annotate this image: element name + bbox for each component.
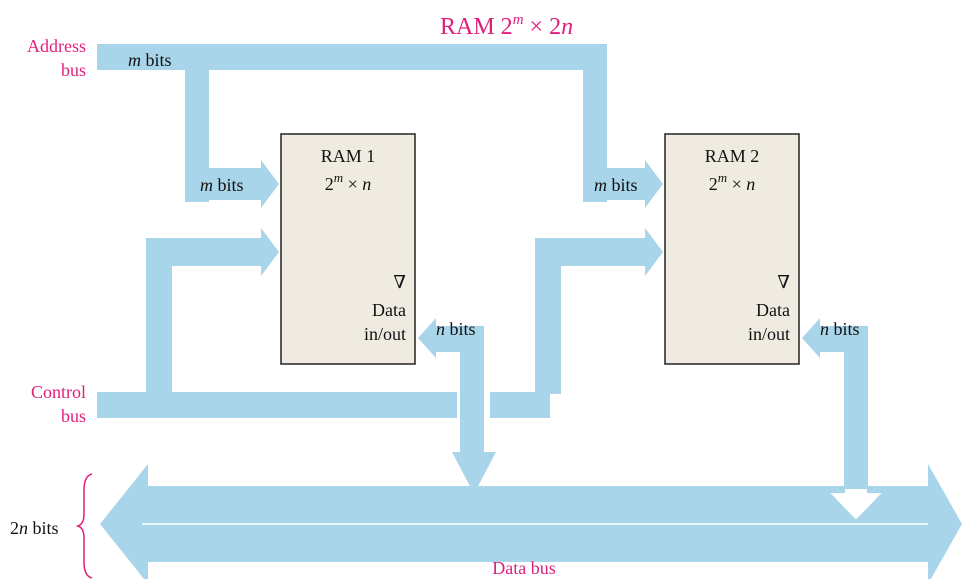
address-arrow-ram1 [185,160,279,208]
ram1-box [280,133,416,365]
ram2-data-label-line2: in/out [748,324,790,344]
ram1-chip: RAM 1 2m × n ∇ Data in/out [280,133,416,365]
ram2-name: RAM 2 [705,146,760,166]
control-arrow-ram2 [535,228,663,276]
data-bus-width-label: 2n bits [10,518,59,538]
ram1-data-label-line2: in/out [364,324,406,344]
ram2-box [664,133,800,365]
ram2-data-arrow [802,318,868,488]
ram2-data-arrowhead [825,487,887,523]
ram2-data-label-line1: Data [756,300,790,320]
ram1-m-bits-label: m bits [200,175,244,195]
diagram-title: RAM 2m × 2n [440,12,573,40]
ram2-n-bits-label: n bits [820,319,860,339]
control-bus-label-line2: bus [61,406,86,426]
control-arrow-ram1 [146,228,279,276]
ram2-data-path [802,318,887,523]
ram1-data-arrow [418,318,496,494]
data-bus [100,464,962,579]
address-bus-label-line2: bus [61,60,86,80]
control-bus-right-segment [490,392,550,418]
address-bus [97,44,663,208]
control-bus-label-line1: Control [31,382,86,402]
ram2-tristate-symbol: ∇ [777,272,790,292]
ram2-size: 2m × n [709,170,756,194]
control-bus [97,228,663,418]
address-m-bits-label: m bits [128,50,172,70]
address-arrow-ram2 [583,160,663,208]
data-bus-arrow [100,464,962,579]
address-bus-label-line1: Address [27,36,86,56]
control-bus-left-segment [97,392,457,418]
ram1-data-path [418,318,496,494]
ram1-n-bits-label: n bits [436,319,476,339]
ram1-size: 2m × n [325,170,372,194]
ram1-data-label-line1: Data [372,300,406,320]
ram2-m-bits-label: m bits [594,175,638,195]
data-bus-width-brace [75,473,93,579]
ram1-name: RAM 1 [321,146,376,166]
address-bus-main-line [97,44,607,70]
ram1-tristate-symbol: ∇ [393,272,406,292]
data-bus-label: Data bus [492,558,555,578]
ram2-chip: RAM 2 2m × n ∇ Data in/out [664,133,800,365]
